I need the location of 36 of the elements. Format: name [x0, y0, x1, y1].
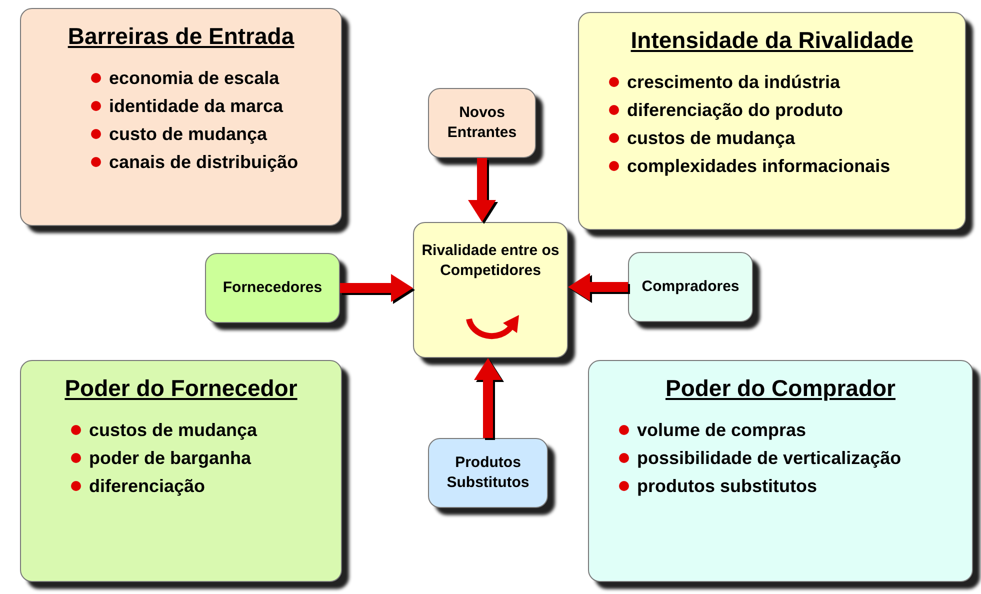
bullet-item: volume de compras: [619, 416, 806, 444]
force-box: [628, 252, 753, 322]
box-label: Novos Entrantes: [446, 103, 518, 143]
box-label: Produtos Substitutos: [446, 453, 530, 493]
force-box: [428, 88, 536, 158]
factor-card: [588, 360, 973, 582]
card-title: Intensidade da Rivalidade: [630, 27, 914, 54]
factor-card: [20, 360, 342, 582]
factor-card: [20, 8, 342, 226]
bullet-item: produtos substitutos: [619, 472, 817, 500]
card-title: Poder do Fornecedor: [64, 375, 298, 402]
bullet-item: complexidades informacionais: [609, 152, 890, 180]
central-force-box: [413, 222, 568, 358]
bullet-item: poder de barganha: [71, 444, 252, 472]
box-label: Compradores: [642, 277, 740, 297]
bullet-item: custos de mudança: [71, 416, 258, 444]
bullet-item: canais de distribuição: [91, 148, 298, 176]
arrow: [474, 358, 502, 438]
force-box: [428, 438, 548, 508]
bullet-item: custos de mudança: [609, 124, 796, 152]
bullet-item: economia de escala: [91, 64, 280, 92]
bullet-item: diferenciação do produto: [609, 96, 844, 124]
bullet-item: possibilidade de verticalização: [619, 444, 902, 472]
force-box: [205, 253, 340, 323]
bullet-item: identidade da marca: [91, 92, 284, 120]
box-label: Rivalidade entre os Competidores: [420, 241, 560, 281]
bullet-item: custo de mudança: [91, 120, 268, 148]
arrow: [568, 273, 628, 301]
card-title: Poder do Comprador: [665, 375, 896, 402]
bullet-item: diferenciação: [71, 472, 206, 500]
bullet-item: crescimento da indústria: [609, 68, 840, 96]
factor-card: [578, 12, 966, 230]
box-label: Fornecedores: [222, 278, 322, 298]
arrow: [340, 274, 413, 302]
card-title: Barreiras de Entrada: [68, 23, 294, 50]
arrow: [468, 158, 496, 222]
